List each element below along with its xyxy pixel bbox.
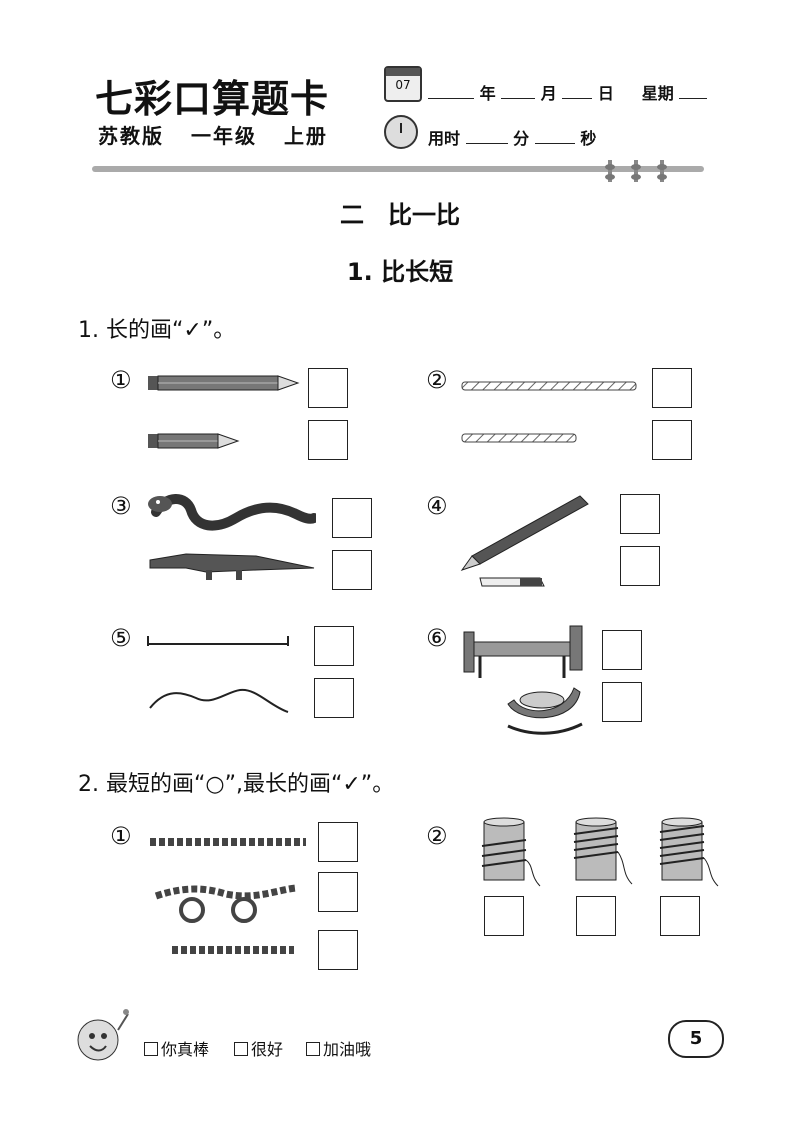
- brand-title: 七彩口算题卡: [95, 76, 330, 121]
- answer-box[interactable]: [332, 498, 372, 538]
- item-marker: ④: [426, 492, 448, 520]
- time-used-label: 用时: [428, 129, 461, 148]
- answer-box[interactable]: [602, 682, 642, 722]
- time-line: 用时 分 秒: [428, 125, 596, 149]
- binder-ring-icon: [631, 160, 641, 182]
- rope-icon: [150, 838, 306, 954]
- item-marker: ③: [110, 492, 132, 520]
- weekday-blank[interactable]: [679, 84, 708, 99]
- item-marker: ①: [110, 366, 132, 394]
- seconds-label: 秒: [580, 129, 597, 148]
- line-pair: [147, 636, 289, 713]
- lesson-title: 1. 比长短: [346, 258, 454, 286]
- clock-icon: [384, 115, 418, 149]
- edition-line: 苏教版 一年级 上册: [98, 120, 346, 149]
- checkbox-icon[interactable]: [234, 1042, 248, 1056]
- checkbox-icon[interactable]: [144, 1042, 158, 1056]
- answer-box[interactable]: [314, 678, 354, 718]
- date-line: 年 月 日 星期: [428, 80, 708, 104]
- snake-icon: [148, 494, 316, 531]
- spool-icon: [573, 817, 633, 885]
- bench-icon: [463, 625, 583, 678]
- answer-box[interactable]: [332, 550, 372, 590]
- answer-box[interactable]: [308, 420, 348, 460]
- binder-ring-icon: [605, 160, 615, 182]
- crocodile-icon: [149, 553, 315, 580]
- edition-volume: 上册: [283, 124, 328, 148]
- page-number: 5: [668, 1020, 724, 1058]
- question-2-prompt: 2. 最短的画“○”,最长的画“✓”。: [78, 772, 395, 797]
- unit-title: 二 比一比: [340, 201, 460, 229]
- pencil-icon: [148, 375, 300, 449]
- rating-option-good[interactable]: 很好: [234, 1036, 283, 1060]
- spool-icon: [659, 817, 719, 887]
- question-1-prompt: 1. 长的画“✓”。: [78, 318, 236, 343]
- pencil-icon: [460, 495, 589, 587]
- binder-ring-icon: [657, 160, 667, 182]
- answer-box[interactable]: [318, 872, 358, 912]
- answer-box[interactable]: [652, 420, 692, 460]
- year-label: 年: [479, 84, 496, 103]
- answer-box[interactable]: [314, 626, 354, 666]
- answer-box[interactable]: [576, 896, 616, 936]
- calendar-icon: 07: [384, 66, 422, 102]
- answer-box[interactable]: [660, 896, 700, 936]
- answer-box[interactable]: [602, 630, 642, 670]
- stick-icon: [461, 381, 637, 443]
- answer-box[interactable]: [318, 930, 358, 970]
- answer-box[interactable]: [308, 368, 348, 408]
- answer-box[interactable]: [620, 494, 660, 534]
- item-marker: ②: [426, 366, 448, 394]
- mascot-icon: [77, 1009, 129, 1061]
- item-marker: ②: [426, 822, 448, 850]
- minutes-blank[interactable]: [465, 129, 508, 144]
- seconds-blank[interactable]: [534, 129, 575, 144]
- answer-box[interactable]: [620, 546, 660, 586]
- item-marker: ⑤: [110, 624, 132, 652]
- rating-option-great[interactable]: 你真棒: [144, 1036, 209, 1060]
- answer-box[interactable]: [652, 368, 692, 408]
- month-blank[interactable]: [501, 84, 536, 99]
- edition-grade: 一年级: [190, 124, 257, 148]
- day-label: 日: [597, 84, 614, 103]
- weekday-label: 星期: [641, 84, 674, 103]
- item-marker: ①: [110, 822, 132, 850]
- minutes-label: 分: [513, 129, 530, 148]
- year-blank[interactable]: [428, 84, 474, 99]
- answer-box[interactable]: [318, 822, 358, 862]
- day-blank[interactable]: [562, 84, 593, 99]
- checkbox-icon[interactable]: [306, 1042, 320, 1056]
- answer-box[interactable]: [484, 896, 524, 936]
- calendar-number: 07: [395, 78, 411, 92]
- spool-icon: [481, 817, 541, 887]
- rating-option-keep-going[interactable]: 加油哦: [306, 1036, 371, 1060]
- edition-publisher: 苏教版: [98, 124, 164, 148]
- rocking-chair-icon: [507, 687, 583, 735]
- header-divider: [92, 166, 704, 172]
- item-marker: ⑥: [426, 624, 448, 652]
- month-label: 月: [540, 84, 557, 103]
